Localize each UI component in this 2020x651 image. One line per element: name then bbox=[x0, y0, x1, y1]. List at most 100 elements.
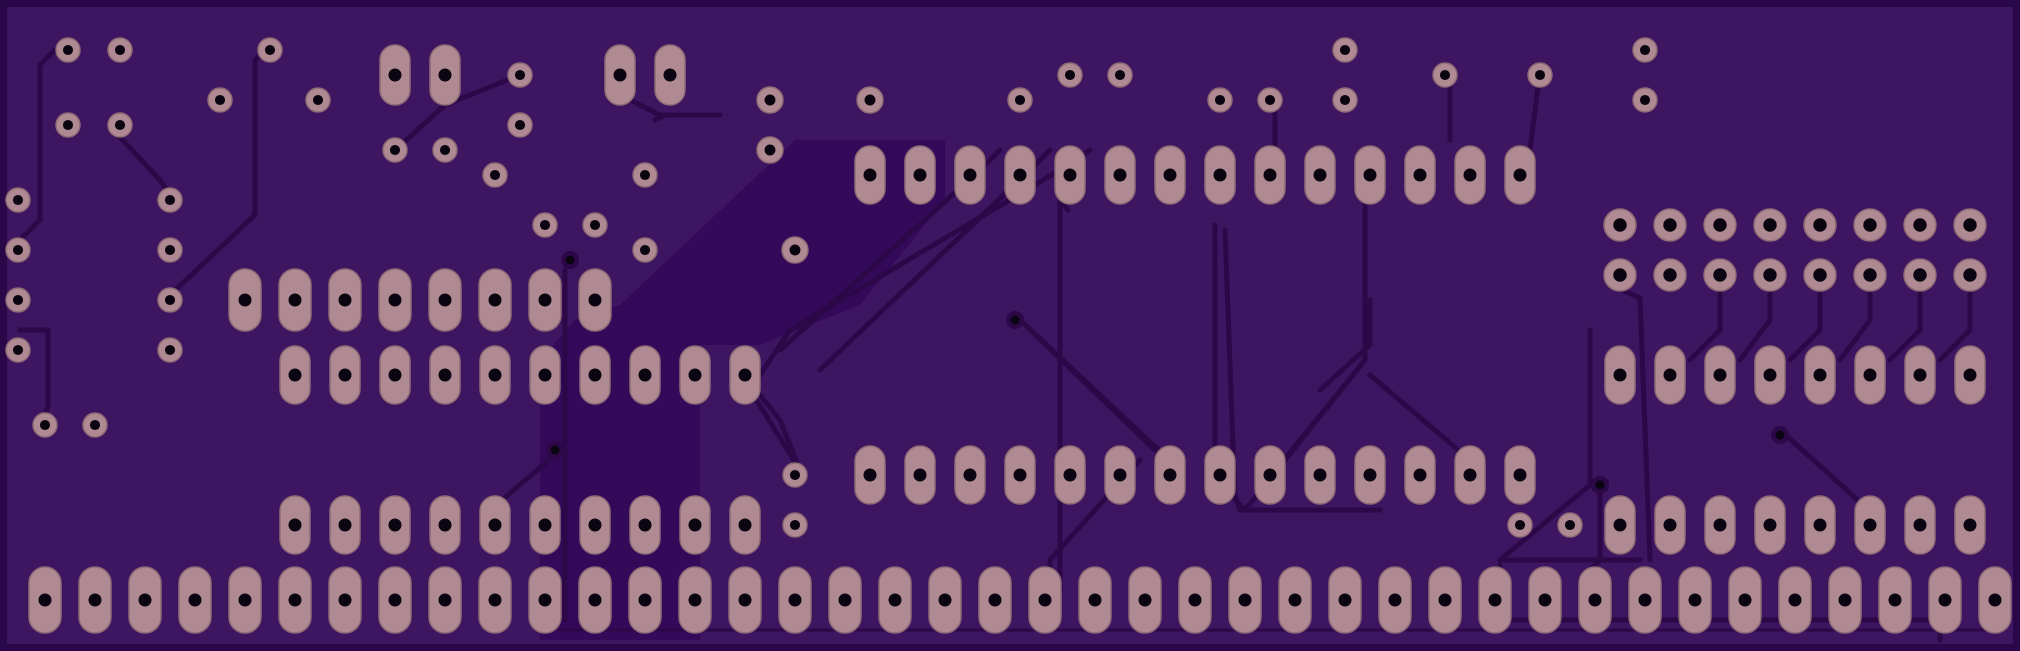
edge-connector-pin bbox=[828, 566, 862, 634]
pad-drill bbox=[1963, 268, 1977, 282]
pad-drill bbox=[338, 593, 352, 607]
pad-drill bbox=[1763, 268, 1777, 282]
pad-drill bbox=[789, 244, 801, 256]
edge-connector-pin bbox=[1528, 566, 1562, 634]
pad-drill bbox=[538, 518, 552, 532]
pad-drill bbox=[1639, 44, 1651, 56]
dip28-pin-bottom bbox=[1204, 445, 1236, 505]
pad-drill bbox=[1988, 593, 2002, 607]
dip16-pin-top bbox=[1854, 345, 1886, 405]
dip28-pin-top bbox=[1154, 145, 1186, 205]
edge-connector-pin bbox=[928, 566, 962, 634]
pad-drill bbox=[1863, 368, 1877, 382]
dip20-pin-top bbox=[329, 345, 361, 405]
pad-drill bbox=[638, 518, 652, 532]
pad-drill bbox=[1288, 593, 1302, 607]
pad-drill bbox=[438, 518, 452, 532]
pad-drill bbox=[1213, 168, 1227, 182]
round-pad bbox=[207, 87, 233, 113]
pad-drill bbox=[1439, 69, 1451, 81]
round-pad bbox=[482, 162, 508, 188]
pad-drill bbox=[1713, 218, 1727, 232]
pad-drill bbox=[538, 293, 552, 307]
dip28-pin-bottom bbox=[1254, 445, 1286, 505]
edge-connector-pin bbox=[78, 566, 112, 634]
pad-drill bbox=[214, 94, 226, 106]
pad-drill bbox=[1663, 368, 1677, 382]
round-pad bbox=[1632, 87, 1658, 113]
dip16-pin-top bbox=[1704, 345, 1736, 405]
pad-drill bbox=[89, 419, 101, 431]
pad-drill bbox=[288, 293, 302, 307]
edge-connector-pin bbox=[1778, 566, 1812, 634]
dip16-pin-bottom bbox=[1754, 495, 1786, 555]
round-pad bbox=[756, 86, 784, 114]
pad-drill bbox=[1663, 518, 1677, 532]
pad-drill bbox=[312, 94, 324, 106]
dip28-pin-bottom bbox=[1104, 445, 1136, 505]
pad-drill bbox=[288, 518, 302, 532]
pad-drill bbox=[338, 293, 352, 307]
dip20-pin-top bbox=[529, 345, 561, 405]
pad-drill bbox=[1613, 268, 1627, 282]
edge-connector-pin bbox=[1478, 566, 1512, 634]
dip16-pin-top bbox=[1954, 345, 1986, 405]
dip16-pin-bottom bbox=[1604, 495, 1636, 555]
round-pad bbox=[157, 337, 183, 363]
pad-drill bbox=[1363, 168, 1377, 182]
round-pad bbox=[1527, 62, 1553, 88]
dip16-pin-top bbox=[1904, 345, 1936, 405]
dip16-pin-bottom bbox=[1704, 495, 1736, 555]
pad-drill bbox=[489, 169, 501, 181]
edge-connector-pin bbox=[878, 566, 912, 634]
pad-drill bbox=[539, 219, 551, 231]
via-drill bbox=[1775, 430, 1785, 440]
via bbox=[1591, 476, 1609, 494]
pad-drill bbox=[1613, 368, 1627, 382]
dip28-pin-top bbox=[1254, 145, 1286, 205]
pad-drill bbox=[439, 144, 451, 156]
edge-connector-pin bbox=[1678, 566, 1712, 634]
round-pad bbox=[582, 212, 608, 238]
pad-drill bbox=[62, 44, 74, 56]
pad-drill bbox=[1813, 518, 1827, 532]
pad-drill bbox=[863, 468, 877, 482]
header-pin bbox=[1853, 208, 1887, 242]
pads bbox=[5, 37, 2012, 634]
pad-drill bbox=[1963, 368, 1977, 382]
pad-drill bbox=[288, 368, 302, 382]
round-pad bbox=[107, 112, 133, 138]
dip20-pin-bottom bbox=[529, 495, 561, 555]
pad-drill bbox=[588, 368, 602, 382]
round-pad bbox=[507, 112, 533, 138]
pad-drill bbox=[764, 144, 776, 156]
pad-drill bbox=[938, 593, 952, 607]
dip28-pin-top bbox=[1304, 145, 1336, 205]
edge-connector-pin bbox=[28, 566, 62, 634]
pad-drill bbox=[639, 169, 651, 181]
round-pad bbox=[32, 412, 58, 438]
header-pin bbox=[1803, 258, 1837, 292]
edge-connector-pin bbox=[478, 566, 512, 634]
round-pad bbox=[856, 86, 884, 114]
round-pad bbox=[55, 112, 81, 138]
pad-drill bbox=[164, 244, 176, 256]
round-pad bbox=[432, 137, 458, 163]
header-pin bbox=[1903, 258, 1937, 292]
edge-connector-pin bbox=[978, 566, 1012, 634]
header-pin bbox=[1653, 258, 1687, 292]
dip20-pin-bottom bbox=[429, 495, 461, 555]
pad-drill bbox=[12, 244, 24, 256]
pad-drill bbox=[913, 468, 927, 482]
pad-drill bbox=[1014, 94, 1026, 106]
pad-drill bbox=[88, 593, 102, 607]
dip28-pin-top bbox=[1054, 145, 1086, 205]
dip28-pin-bottom bbox=[1454, 445, 1486, 505]
round-pad bbox=[1107, 62, 1133, 88]
header-pin bbox=[1853, 258, 1887, 292]
pad-drill bbox=[1064, 69, 1076, 81]
pad-drill bbox=[863, 168, 877, 182]
header-pin bbox=[1753, 258, 1787, 292]
pad-drill bbox=[188, 593, 202, 607]
pad-drill bbox=[1163, 468, 1177, 482]
